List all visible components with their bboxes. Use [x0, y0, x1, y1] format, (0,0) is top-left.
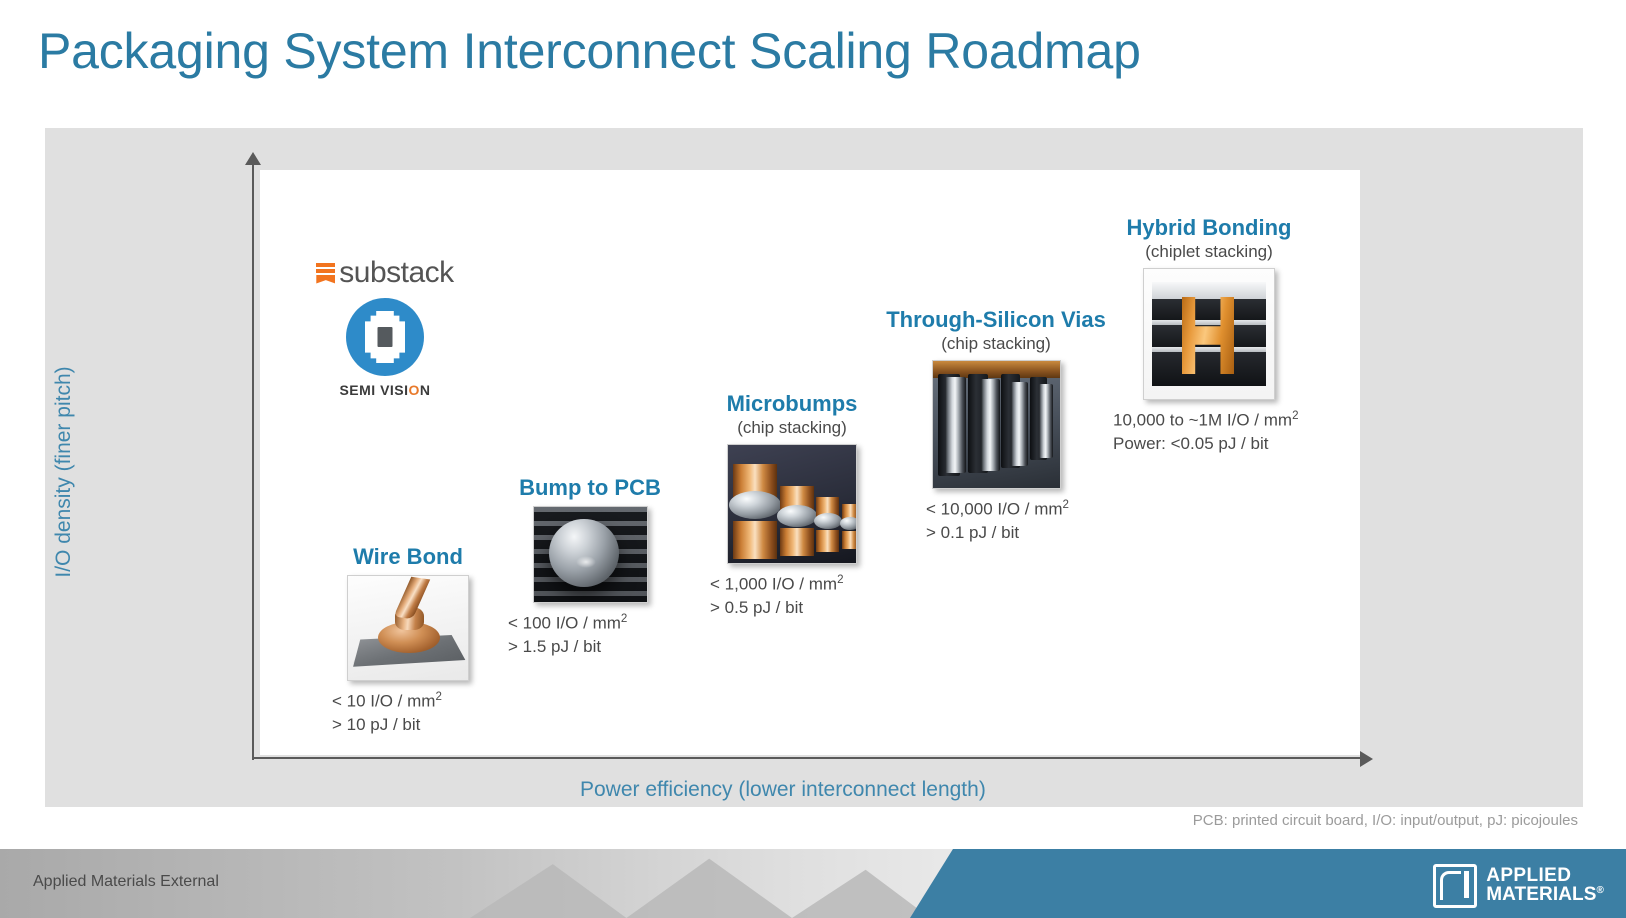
spec-superscript: 2 — [1062, 499, 1069, 512]
node-wire-bond[interactable]: Wire Bond < 10 I/O / mm2 > 10 pJ / bit — [308, 544, 508, 737]
node-title: Wire Bond — [353, 544, 463, 569]
tsv-illustration — [931, 360, 1061, 490]
applied-materials-logo: APPLIED MATERIALS® — [1433, 864, 1604, 908]
node-bump-to-pcb[interactable]: Bump to PCB < 100 I/O / mm2 > 1.5 pJ / b… — [490, 475, 690, 659]
footnote: PCB: printed circuit board, I/O: input/o… — [1192, 812, 1578, 829]
node-specs: < 10 I/O / mm2 > 10 pJ / bit — [308, 690, 508, 737]
y-axis-line — [252, 155, 254, 760]
node-subtitle: (chiplet stacking) — [1145, 242, 1273, 262]
spec-energy: Power: <0.05 pJ / bit — [1113, 434, 1269, 454]
semivision-word-post: N — [419, 382, 431, 398]
spec-energy: > 0.5 pJ / bit — [710, 598, 804, 618]
node-subtitle: (chip stacking) — [941, 334, 1051, 354]
footer-zigzag-decoration — [470, 858, 930, 918]
x-axis-line — [252, 757, 1362, 759]
solder-bump-illustration — [532, 506, 648, 604]
node-specs: < 100 I/O / mm2 > 1.5 pJ / bit — [490, 612, 690, 659]
substack-mark-icon — [316, 262, 336, 284]
node-subtitle: (chip stacking) — [737, 418, 847, 438]
footer-bar: Applied Materials External APPLIED MATER… — [0, 849, 1626, 918]
y-axis-label: I/O density (finer pitch) — [52, 366, 75, 578]
spec-energy: > 10 pJ / bit — [332, 714, 421, 734]
node-specs: < 1,000 I/O / mm2 > 0.5 pJ / bit — [692, 573, 892, 620]
applied-materials-mark-icon — [1433, 864, 1478, 908]
footer-blue-panel — [910, 849, 1626, 918]
node-title: Through-Silicon Vias — [886, 307, 1106, 332]
logo-registered-mark: ® — [1596, 885, 1604, 896]
spec-io-density: < 1,000 I/O / mm — [710, 575, 838, 595]
footer-classification-label: Applied Materials External — [33, 873, 219, 890]
microbumps-illustration — [727, 444, 857, 565]
substack-logo: substack — [305, 258, 465, 288]
spec-superscript: 2 — [837, 574, 844, 587]
semivision-word-o: O — [408, 382, 420, 398]
logo-line-1: APPLIED — [1486, 865, 1572, 887]
y-axis-arrowhead-icon — [245, 152, 261, 165]
semivision-wordmark: SEMI VISION — [305, 382, 465, 398]
applied-materials-wordmark: APPLIED MATERIALS® — [1486, 867, 1604, 904]
spec-io-density: < 10,000 I/O / mm — [926, 500, 1063, 520]
spec-io-density: < 100 I/O / mm — [508, 613, 621, 633]
page-title: Packaging System Interconnect Scaling Ro… — [38, 23, 1141, 79]
hybrid-bonding-illustration — [1143, 268, 1275, 401]
spec-energy: > 0.1 pJ / bit — [926, 523, 1020, 543]
logo-line-2-text: MATERIALS — [1486, 884, 1597, 905]
logo-line-2: MATERIALS® — [1486, 884, 1604, 905]
spec-io-density: < 10 I/O / mm — [332, 691, 436, 711]
semivision-word-pre: SEMI VISI — [339, 382, 409, 398]
x-axis-arrowhead-icon — [1360, 751, 1373, 767]
node-title: Microbumps — [726, 391, 858, 416]
watermark: substack SEMI VISION — [305, 258, 465, 398]
semivision-badge-icon — [346, 298, 424, 376]
spec-io-density: 10,000 to ~1M I/O / mm — [1113, 411, 1293, 431]
node-specs: 10,000 to ~1M I/O / mm2 Power: <0.05 pJ … — [1095, 409, 1323, 456]
node-title: Hybrid Bonding — [1126, 215, 1292, 240]
spec-energy: > 1.5 pJ / bit — [508, 636, 602, 656]
wire-bond-illustration — [347, 575, 469, 682]
substack-wordmark: substack — [339, 256, 454, 289]
x-axis-label: Power efficiency (lower interconnect len… — [580, 778, 986, 801]
node-hybrid-bonding[interactable]: Hybrid Bonding (chiplet stacking) 10,000… — [1095, 215, 1323, 456]
spec-superscript: 2 — [620, 613, 628, 626]
spec-superscript: 2 — [1292, 410, 1299, 423]
node-through-silicon-vias[interactable]: Through-Silicon Vias (chip stacking) < 1… — [868, 307, 1124, 545]
node-title: Bump to PCB — [519, 475, 661, 500]
spec-superscript: 2 — [435, 691, 442, 704]
node-microbumps[interactable]: Microbumps (chip stacking) — [692, 391, 892, 620]
node-specs: < 10,000 I/O / mm2 > 0.1 pJ / bit — [868, 498, 1124, 545]
